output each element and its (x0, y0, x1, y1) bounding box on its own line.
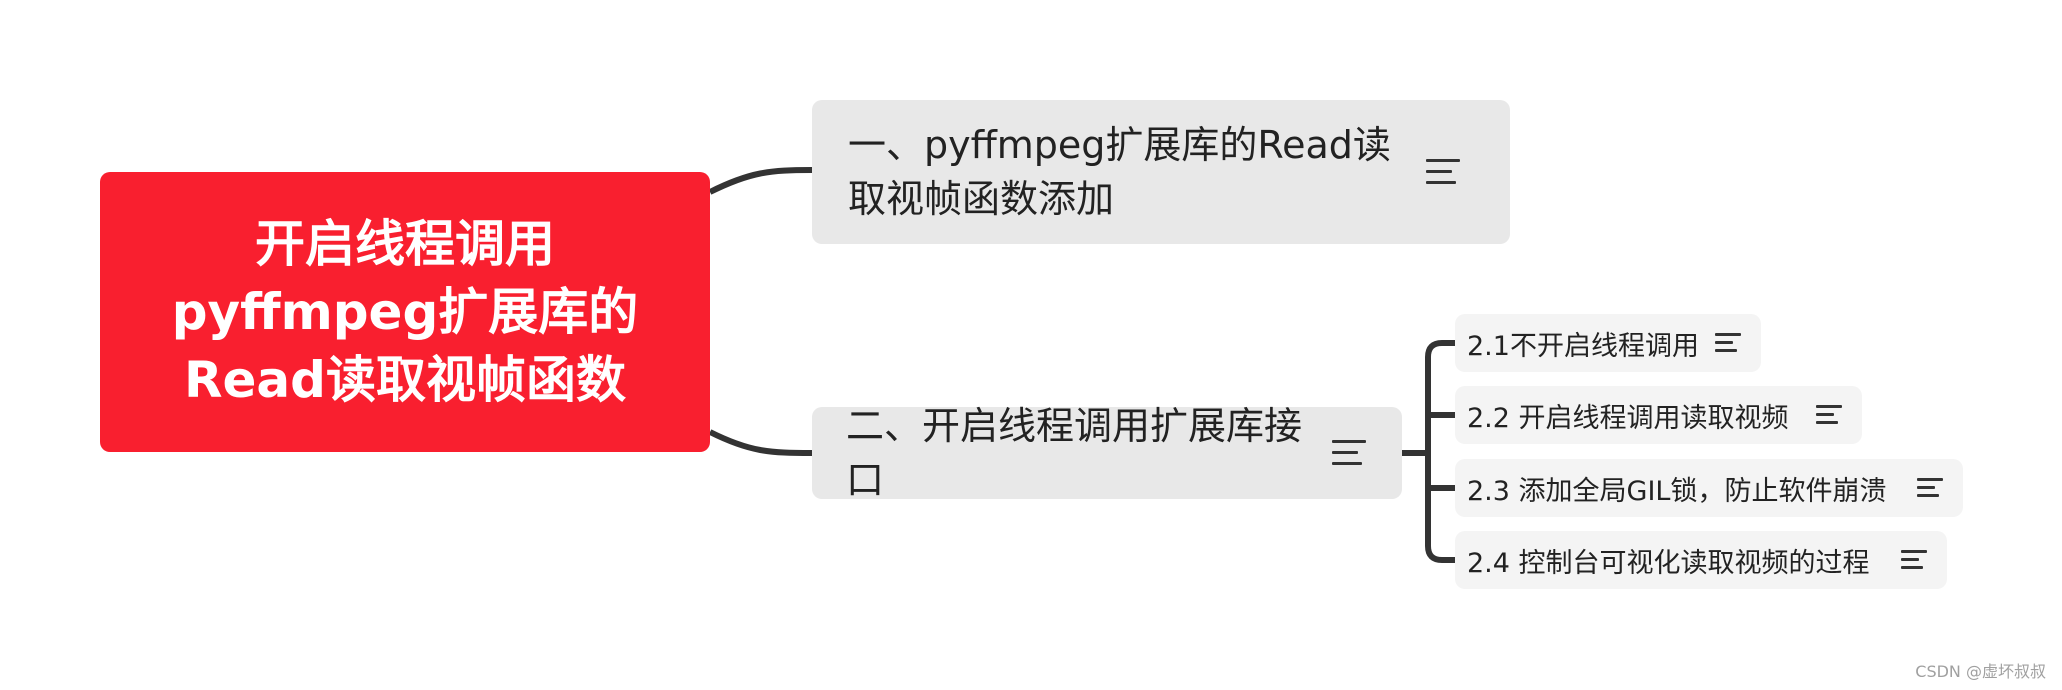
subtopic-2-3[interactable]: 2.3 添加全局GIL锁，防止软件崩溃 (1455, 459, 1963, 517)
notes-icon[interactable] (1917, 478, 1943, 498)
notes-icon[interactable] (1816, 405, 1842, 425)
subtopic-2-2-label: 2.2 开启线程调用读取视频 (1467, 402, 1789, 434)
subtopic-2-3-label: 2.3 添加全局GIL锁，防止软件崩溃 (1467, 475, 1887, 507)
topic-2[interactable]: 二、开启线程调用扩展库接口 (812, 404, 1402, 502)
topic-1-label: 一、pyffmpeg扩展库的Read读取视帧函数添加 (848, 123, 1391, 221)
notes-icon[interactable] (1426, 159, 1460, 185)
subtopic-2-4[interactable]: 2.4 控制台可视化读取视频的过程 (1455, 531, 1947, 589)
root-topic-title: 开启线程调用 pyffmpeg扩展库的 Read读取视帧函数 (171, 215, 639, 409)
subtopic-2-1[interactable]: 2.1不开启线程调用 (1455, 314, 1761, 372)
connector-bracket (1425, 340, 1455, 563)
notes-icon[interactable] (1332, 440, 1366, 466)
subtopic-2-1-label: 2.1不开启线程调用 (1467, 330, 1699, 362)
watermark: CSDN @虚坏叔叔 (1915, 662, 2046, 681)
subtopic-2-2[interactable]: 2.2 开启线程调用读取视频 (1455, 386, 1862, 444)
notes-icon[interactable] (1901, 550, 1927, 570)
notes-icon[interactable] (1715, 333, 1741, 353)
connector-root-topic-1 (708, 167, 813, 195)
connector-root-topic-2 (708, 429, 813, 456)
topic-1[interactable]: 一、pyffmpeg扩展库的Read读取视帧函数添加 (812, 100, 1510, 244)
subtopic-2-4-label: 2.4 控制台可视化读取视频的过程 (1467, 547, 1870, 579)
root-topic[interactable]: 开启线程调用 pyffmpeg扩展库的 Read读取视帧函数 (100, 172, 710, 452)
topic-2-label: 二、开启线程调用扩展库接口 (846, 404, 1303, 502)
